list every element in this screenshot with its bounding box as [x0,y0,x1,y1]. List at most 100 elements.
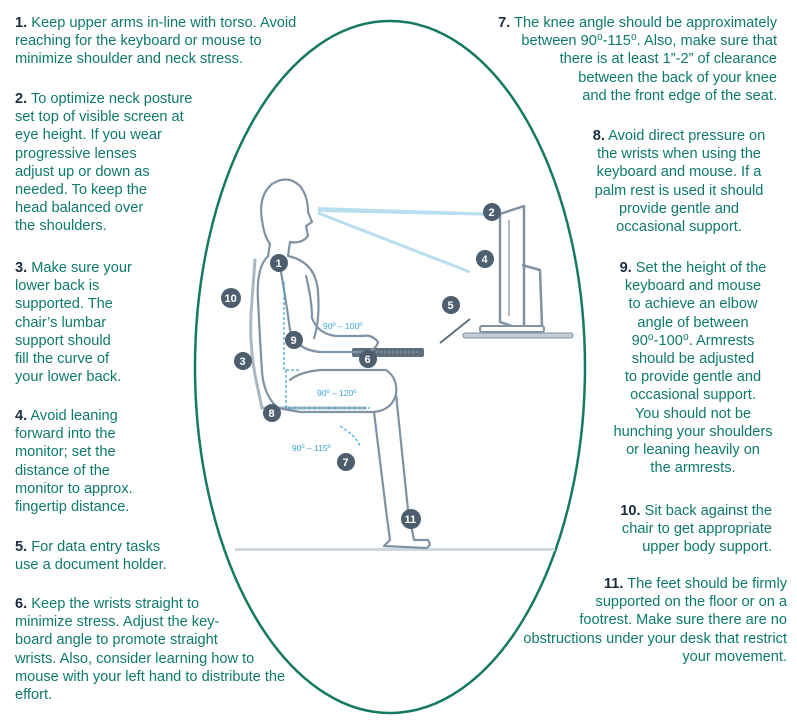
tip-line: mouse with your left hand to distribute … [15,668,286,685]
tip-line: obstructions under your desk that restri… [523,630,787,647]
tip-number: 7. [498,15,511,31]
tip-line: provide gentle and [618,200,740,217]
tip-line: fill the curve of [15,351,110,368]
tip-8: 8. Avoid direct pressure on the wrists w… [555,127,797,236]
tip-line: wrists. Also, consider learning how to [15,650,255,667]
tip-number: 1. [15,15,28,31]
tip-number: 3. [15,260,28,276]
tip-line: eye height. If you wear [15,127,162,144]
tip-line: Avoid direct pressure on [608,128,766,144]
tip-line: lower back is [15,278,100,295]
svg-text:3: 3 [240,356,246,368]
tip-number: 6. [15,596,28,612]
knee-angle-label: 90º – 115º [292,443,331,453]
badge-10: 10 [221,288,241,308]
elbow-angle-label: 90º – 100º [323,321,362,331]
tip-line: 90⁰-100⁰. Armrests [631,332,755,349]
tip-5: 5. For data entry tasks use a document h… [15,538,167,574]
tip-line: monitor to approx. [15,480,133,497]
tip-line: effort. [15,687,53,704]
tip-line: adjust up or down as [15,163,150,180]
tip-number: 5. [15,539,28,555]
tip-line: Keep upper arms in-line with torso. Avoi… [31,15,297,31]
svg-text:7: 7 [343,457,349,469]
floor-line [235,548,555,551]
tip-line: Set the height of the [635,260,767,276]
tip-line: occasional support. [616,219,742,236]
tip-line: between 90⁰-115⁰. Also, make sure that [521,33,777,50]
tip-line: For data entry tasks [31,539,161,555]
tip-4: 4. Avoid leaning forward into the monito… [15,407,133,516]
tip-line: set top of visible screen at [15,109,184,126]
tip-line: reaching for the keyboard or mouse to [15,33,262,50]
badge-4: 4 [476,250,494,268]
tip-line: Avoid leaning [30,408,118,424]
svg-text:11: 11 [405,514,417,526]
tip-line: To optimize neck posture [30,91,193,107]
tip-9: 9. Set the height of the keyboard and mo… [594,259,792,477]
badge-3: 3 [234,352,252,370]
tip-number: 10. [620,503,641,519]
tip-number: 9. [619,260,632,276]
tip-line: head balanced over [15,200,144,217]
tip-line: Sit back against the [644,503,772,519]
svg-text:6: 6 [365,354,371,366]
svg-text:10: 10 [225,293,237,305]
tip-line: chair’s lumbar [15,314,107,331]
tip-line: occasional support. [630,387,756,404]
tip-line: The feet should be firmly [627,576,787,592]
badge-9: 9 [285,331,303,349]
tip-line: You should not be [634,405,752,422]
tip-6: 6. Keep the wrists straight to minimize … [15,595,285,704]
tip-line: supported. The [15,296,113,313]
tip-number: 4. [15,408,28,424]
tip-line: to provide gentle and [624,369,762,386]
sight-line [318,207,500,216]
tip-line: to achieve an elbow [628,296,758,313]
tip-line: board angle to promote straight [15,632,218,649]
tip-line: between the back of your knee [578,69,777,86]
tip-line: support should [15,332,111,349]
tip-line: keyboard and mouse [624,278,762,295]
tip-number: 11. [603,576,624,592]
badge-1: 1 [270,254,288,272]
tip-line: progressive lenses [15,145,137,162]
tip-line: footrest. Make sure there are no [579,612,787,629]
svg-text:8: 8 [269,408,275,420]
tip-7: 7. The knee angle should be approximatel… [437,14,777,105]
tip-10: 10. Sit back against the chair to get ap… [532,502,772,557]
hip-angle-label: 90º – 120º [317,388,356,398]
tip-line: chair to get appropriate [621,521,772,538]
tip-line: minimize stress. Adjust the key- [15,614,220,631]
tip-line: supported on the floor or on a [595,594,787,611]
human-figure [256,178,431,550]
tip-line: use a document holder. [15,557,167,574]
tip-line: hunching your shoulders [613,423,773,440]
tip-number: 2. [15,91,28,107]
document-holder [439,318,471,344]
tip-line: the shoulders. [15,218,107,235]
tip-line: there is at least 1”-2” of clearance [559,51,777,68]
svg-text:9: 9 [291,335,297,347]
svg-text:2: 2 [489,207,495,219]
svg-text:5: 5 [448,300,454,312]
tip-line: the wrists when using the [597,146,761,163]
tip-line: minimize shoulder and neck stress. [15,51,243,68]
oval-frame [193,19,587,715]
badge-11: 11 [401,509,421,529]
badge-8: 8 [263,404,281,422]
tip-1: 1. Keep upper arms in-line with torso. A… [15,14,296,69]
angle-markers [283,282,370,447]
badge-7: 7 [337,453,355,471]
tip-line: The knee angle should be approximately [514,15,777,31]
tip-line: angle of between [637,314,749,331]
tip-line: or leaning heavily on [626,442,760,459]
tip-line: and the front edge of the seat. [582,87,777,104]
tip-line: Keep the wrists straight to [31,596,200,612]
tip-line: the armrests. [650,460,736,477]
tip-line: distance of the [15,462,110,479]
tip-3: 3. Make sure your lower back is supporte… [15,259,132,386]
desk-monitor [462,204,574,339]
tip-2: 2. To optimize neck posture set top of v… [15,90,192,236]
